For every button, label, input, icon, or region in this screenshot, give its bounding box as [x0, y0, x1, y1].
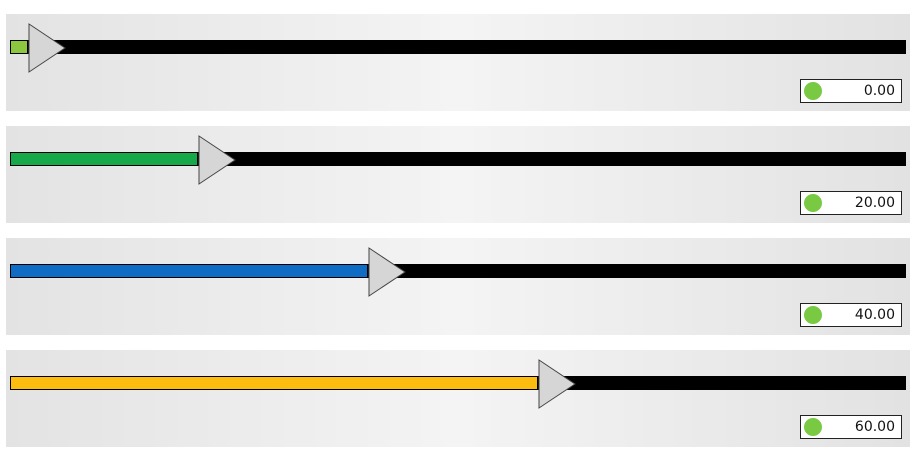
- status-indicator-icon: [804, 418, 822, 436]
- triangle-thumb-icon: [28, 23, 66, 73]
- slider-thumb[interactable]: [538, 359, 576, 409]
- slider-panel-2: 20.00: [6, 126, 910, 223]
- triangle-thumb-icon: [368, 247, 406, 297]
- slider-fill: [10, 40, 28, 54]
- value-display: 20.00: [854, 195, 895, 211]
- value-display: 40.00: [854, 307, 895, 323]
- slider-fill: [10, 152, 198, 166]
- slider-fill: [10, 376, 538, 390]
- triangle-thumb-icon: [198, 135, 236, 185]
- status-indicator-icon: [804, 194, 822, 212]
- slider-panel-1: 0.00: [6, 14, 910, 111]
- status-indicator-icon: [804, 82, 822, 100]
- slider-thumb[interactable]: [28, 23, 66, 73]
- triangle-thumb-icon: [538, 359, 576, 409]
- value-readout: 20.00: [800, 191, 902, 215]
- value-readout: 60.00: [800, 415, 902, 439]
- slider-thumb[interactable]: [368, 247, 406, 297]
- status-indicator-icon: [804, 306, 822, 324]
- value-display: 60.00: [854, 419, 895, 435]
- slider-track[interactable]: [10, 40, 906, 54]
- slider-panel-4: 60.00: [6, 350, 910, 447]
- value-display: 0.00: [863, 83, 895, 99]
- value-readout: 0.00: [800, 79, 902, 103]
- slider-thumb[interactable]: [198, 135, 236, 185]
- slider-track[interactable]: [10, 152, 906, 166]
- slider-fill: [10, 264, 368, 278]
- slider-panel-3: 40.00: [6, 238, 910, 335]
- value-readout: 40.00: [800, 303, 902, 327]
